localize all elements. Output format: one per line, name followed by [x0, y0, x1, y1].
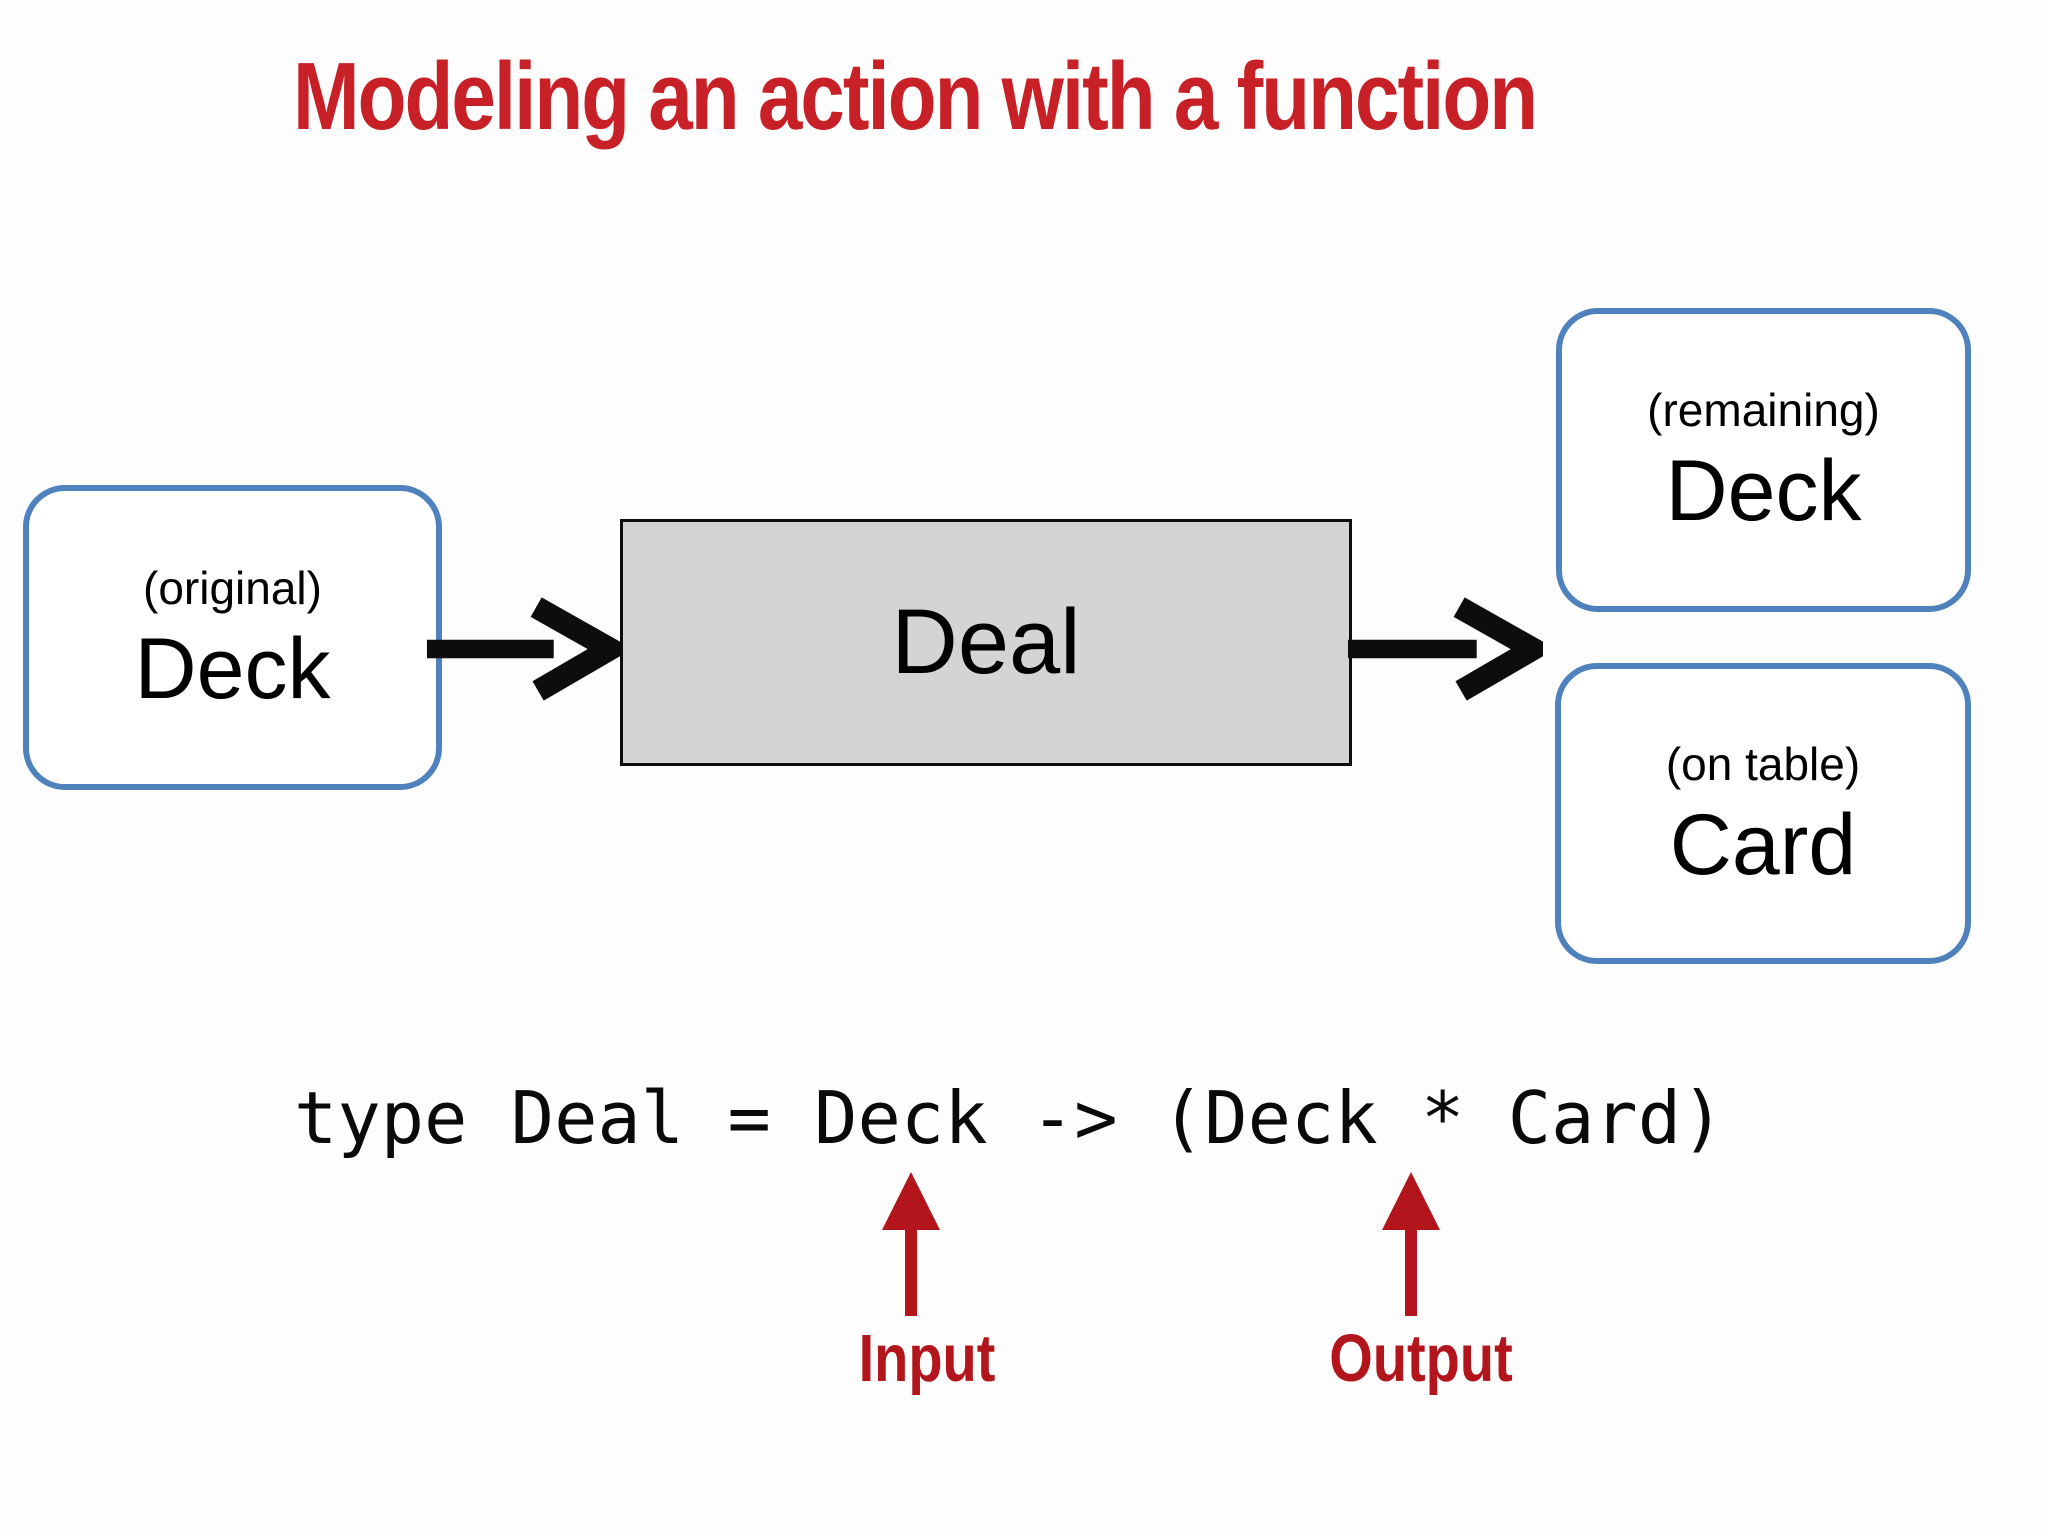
output-deck-box: (remaining) Deck	[1556, 308, 1971, 612]
input-deck-annotation: (original)	[143, 561, 322, 614]
flow-arrow-deal-to-output-icon	[1348, 597, 1543, 701]
output-card-annotation: (on table)	[1665, 737, 1861, 790]
output-deck-annotation: (remaining)	[1647, 384, 1880, 436]
output-annotation-label: Output	[1329, 1319, 1513, 1396]
input-deck-label: Deck	[134, 620, 331, 717]
output-card-box: (on table) Card	[1555, 663, 1971, 964]
output-card-label: Card	[1669, 796, 1857, 893]
input-annotation-label: Input	[858, 1319, 996, 1396]
slide-title: Modeling an action with a function	[293, 42, 1538, 150]
deal-process-label: Deal	[891, 591, 1081, 693]
output-annotation-arrow-up-icon	[1382, 1172, 1440, 1316]
input-annotation-arrow-up-icon	[882, 1172, 940, 1316]
output-deck-label: Deck	[1665, 443, 1862, 539]
deal-process-box: Deal	[620, 519, 1352, 766]
input-deck-box: (original) Deck	[23, 485, 442, 790]
type-definition-code: type Deal = Deck -> (Deck * Card)	[294, 1076, 1725, 1160]
flow-arrow-input-to-deal-icon	[426, 597, 620, 701]
